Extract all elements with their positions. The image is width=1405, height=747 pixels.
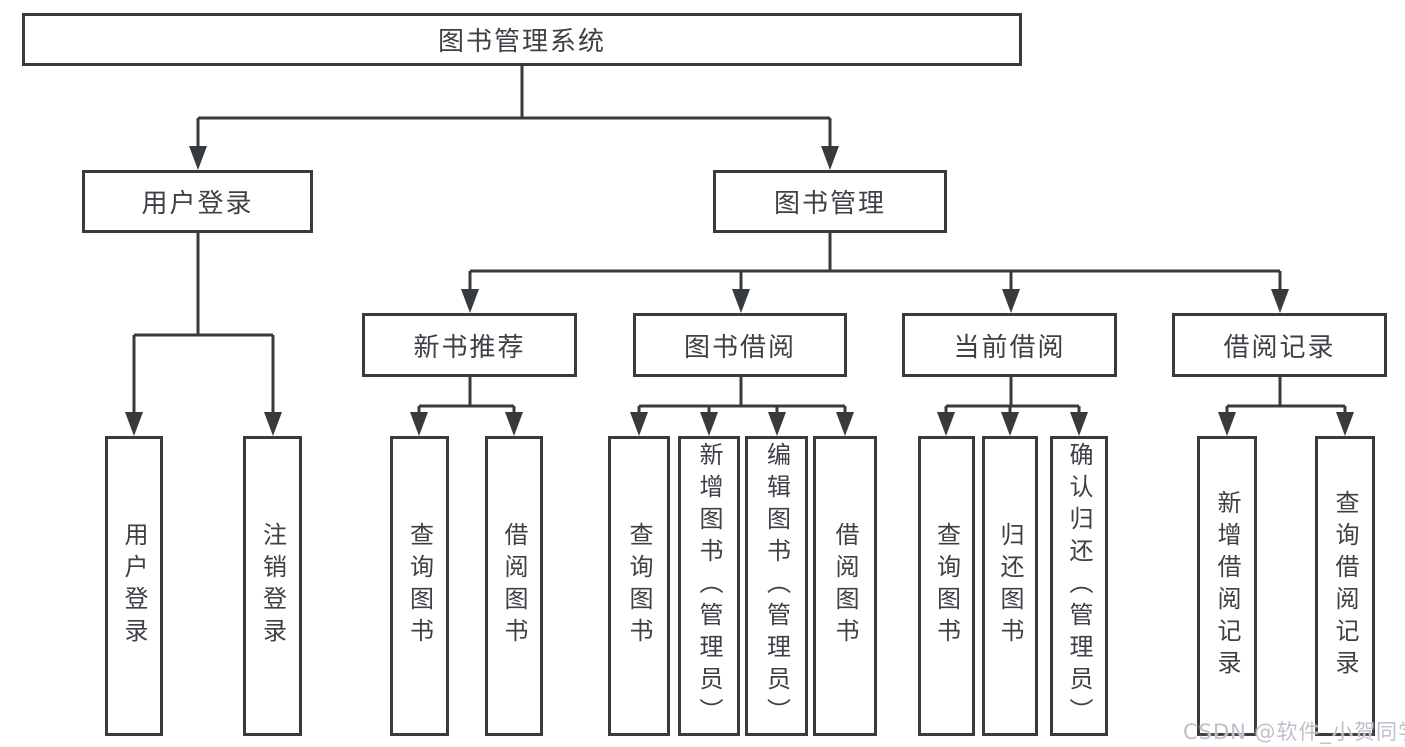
leaf-logout: 注销登录 bbox=[243, 436, 302, 736]
arrowhead bbox=[461, 289, 479, 313]
arrowhead bbox=[189, 146, 207, 170]
arrowhead bbox=[125, 412, 143, 436]
node-label: 借阅图书 bbox=[500, 522, 528, 650]
connector-book-borrow-tree bbox=[637, 377, 847, 424]
arrowhead bbox=[700, 412, 718, 436]
arrowhead bbox=[732, 289, 750, 313]
arrowhead bbox=[1002, 289, 1020, 313]
arrowhead bbox=[505, 412, 523, 436]
node-book-management: 图书管理 bbox=[713, 170, 947, 233]
node-current-borrow: 当前借阅 bbox=[902, 313, 1117, 377]
node-label: 归还图书 bbox=[996, 522, 1024, 650]
connector-borrow-records-tree bbox=[1225, 377, 1347, 424]
arrowhead bbox=[1070, 412, 1088, 436]
leaf-query-books-newbooks: 查询图书 bbox=[390, 436, 449, 736]
leaf-query-books-current: 查询图书 bbox=[918, 436, 975, 736]
leaf-borrow-books-borrow: 借阅图书 bbox=[813, 436, 877, 736]
node-label: 图书借阅 bbox=[683, 332, 796, 363]
leaf-user-login: 用户登录 bbox=[105, 436, 163, 736]
arrowhead bbox=[630, 412, 648, 436]
arrowhead bbox=[264, 412, 282, 436]
node-label: 当前借阅 bbox=[953, 332, 1066, 363]
node-label: 借阅记录 bbox=[1223, 332, 1336, 363]
node-label: 编辑图书（管理员） bbox=[762, 442, 791, 730]
node-borrow-records: 借阅记录 bbox=[1172, 313, 1387, 377]
csdn-watermark: CSDN @软件_小贺同学 bbox=[1183, 720, 1405, 744]
node-new-book-recommend: 新书推荐 bbox=[362, 313, 577, 377]
leaf-edit-books-admin: 编辑图书（管理员） bbox=[745, 436, 808, 736]
node-root: 图书管理系统 bbox=[22, 13, 1022, 66]
node-label: 注销登录 bbox=[258, 522, 287, 650]
node-label: 查询图书 bbox=[405, 522, 434, 650]
node-label: 新增借阅记录 bbox=[1213, 490, 1241, 682]
node-label: 查询图书 bbox=[932, 522, 961, 650]
arrowhead bbox=[410, 412, 428, 436]
node-label: 确认归还（管理员） bbox=[1065, 442, 1093, 730]
node-label: 用户登录 bbox=[141, 189, 254, 219]
arrowhead bbox=[768, 412, 786, 436]
node-label: 新书推荐 bbox=[413, 332, 526, 363]
arrowhead bbox=[1336, 412, 1354, 436]
connector-book-management-tree bbox=[468, 233, 1282, 297]
node-label: 查询借阅记录 bbox=[1331, 490, 1359, 682]
node-label: 图书管理 bbox=[773, 189, 886, 219]
connector-user-login-tree bbox=[132, 233, 275, 424]
connector-root-tree bbox=[196, 64, 832, 152]
node-user-login: 用户登录 bbox=[82, 170, 313, 233]
arrowhead bbox=[836, 412, 854, 436]
leaf-confirm-return-admin: 确认归还（管理员） bbox=[1050, 436, 1108, 736]
connector-new-books-tree bbox=[417, 377, 516, 424]
leaf-query-borrow-record: 查询借阅记录 bbox=[1315, 436, 1375, 736]
node-label: 借阅图书 bbox=[831, 522, 859, 650]
arrowhead bbox=[1271, 289, 1289, 313]
leaf-add-books-admin: 新增图书（管理员） bbox=[678, 436, 740, 736]
arrowhead bbox=[821, 146, 839, 170]
leaf-return-books: 归还图书 bbox=[982, 436, 1038, 736]
leaf-add-borrow-record: 新增借阅记录 bbox=[1197, 436, 1257, 736]
arrowhead bbox=[937, 412, 955, 436]
leaf-query-books-borrow: 查询图书 bbox=[608, 436, 670, 736]
node-book-borrow: 图书借阅 bbox=[633, 313, 847, 377]
node-label: 新增图书（管理员） bbox=[695, 442, 723, 730]
arrowhead bbox=[1001, 412, 1019, 436]
node-label: 图书管理系统 bbox=[437, 27, 606, 57]
node-label: 查询图书 bbox=[625, 522, 653, 650]
node-label: 用户登录 bbox=[120, 522, 148, 650]
leaf-borrow-books-newbooks: 借阅图书 bbox=[485, 436, 543, 736]
arrowhead bbox=[1218, 412, 1236, 436]
